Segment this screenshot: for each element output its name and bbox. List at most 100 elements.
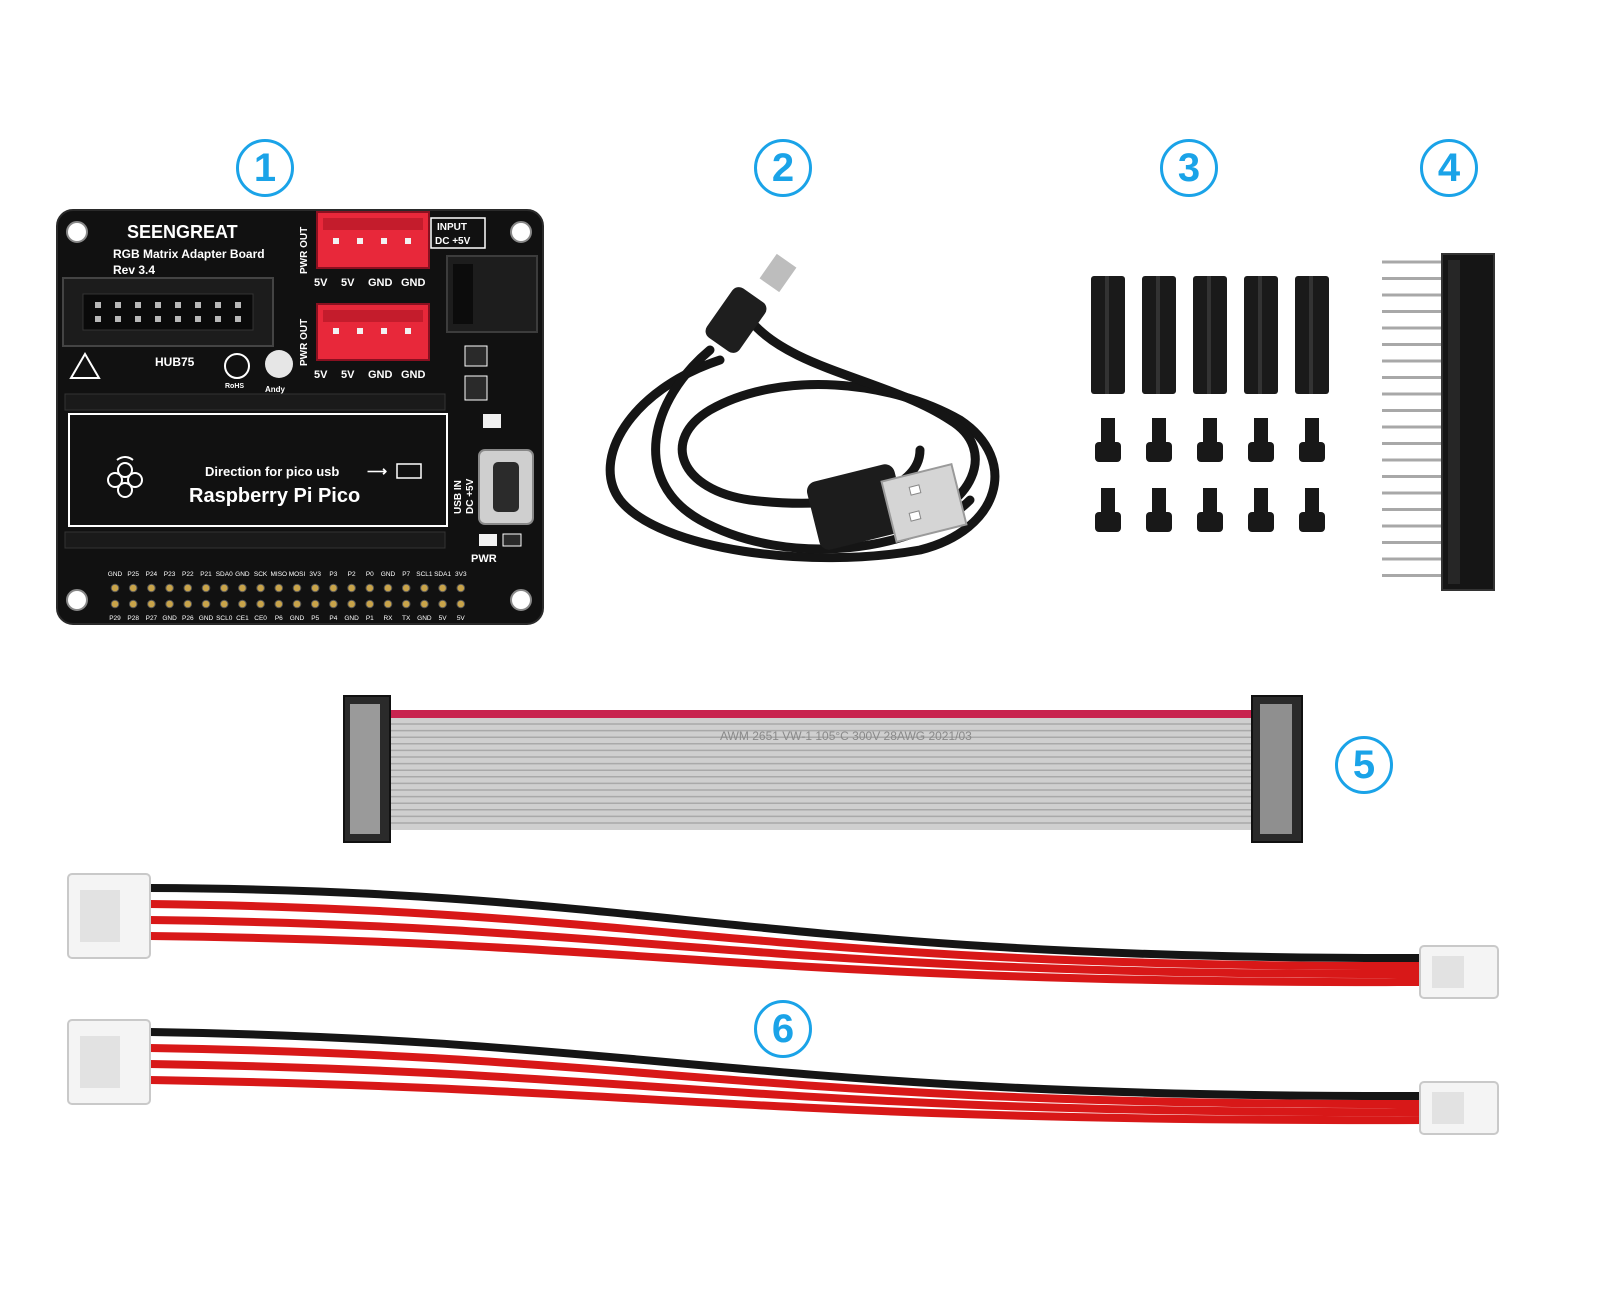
gpio-hole bbox=[383, 599, 393, 609]
cable-b-wire-red-3 bbox=[146, 1076, 1434, 1125]
gpio-hole bbox=[329, 599, 338, 609]
gpio-top-label: 3V3 bbox=[455, 571, 467, 578]
gpio-top-label: MISO bbox=[270, 571, 287, 578]
gpio-hole bbox=[110, 599, 120, 609]
gpio-hole bbox=[201, 599, 211, 609]
rohs-icon bbox=[224, 353, 250, 379]
gpio-top-label: P2 bbox=[348, 571, 356, 578]
screw-4 bbox=[1248, 418, 1274, 462]
ribbon-cable: AWM 2651 VW-1 105°C 300V 28AWG 2021/03 bbox=[343, 695, 1303, 843]
screw-1 bbox=[1095, 418, 1121, 462]
gpio-bottom-label: P28 bbox=[127, 615, 139, 622]
input-voltage-label: DC +5V bbox=[435, 236, 471, 247]
gpio-hole bbox=[365, 599, 375, 609]
board-brand: SEENGREAT bbox=[127, 222, 238, 242]
gpio-hole bbox=[147, 599, 156, 609]
pin-label-a4: GND bbox=[401, 277, 426, 289]
gpio-bottom-label: P4 bbox=[329, 615, 337, 622]
gpio-bottom-label: GND bbox=[290, 615, 305, 622]
screw-2 bbox=[1146, 418, 1172, 462]
screw-5 bbox=[1299, 418, 1325, 462]
stacking-pin-header bbox=[1382, 253, 1495, 591]
gpio-bottom-label: RX bbox=[383, 615, 393, 622]
gpio-top-label: P0 bbox=[366, 571, 374, 578]
cable-a-wire-red-3 bbox=[146, 932, 1434, 987]
screw-3 bbox=[1197, 418, 1223, 462]
pico-outline bbox=[68, 413, 448, 527]
gpio-bottom-label: GND bbox=[199, 615, 214, 622]
gpio-hole bbox=[401, 599, 411, 609]
gpio-top-label: P7 bbox=[402, 571, 410, 578]
gpio-top-label: GND bbox=[381, 571, 396, 578]
screw-10 bbox=[1299, 488, 1325, 532]
gpio-bottom-label: CE1 bbox=[236, 615, 249, 622]
gpio-hole bbox=[201, 583, 211, 593]
pin-label-b4: GND bbox=[401, 369, 426, 381]
pwr-out-label-top: PWR OUT bbox=[299, 227, 310, 274]
gpio-hole bbox=[128, 599, 138, 609]
gpio-hole bbox=[292, 599, 302, 609]
gpio-bottom-label: P6 bbox=[275, 615, 283, 622]
pico-direction-label: Direction for pico usb bbox=[205, 464, 339, 479]
screw-8 bbox=[1197, 488, 1223, 532]
gpio-hole bbox=[310, 583, 320, 593]
gpio-hole bbox=[128, 583, 138, 593]
gpio-bottom-label: P1 bbox=[366, 615, 374, 622]
pwr-led-label: PWR bbox=[471, 553, 497, 565]
cable-b-wire-black bbox=[146, 1028, 1434, 1101]
cable-a-wire-red-2 bbox=[146, 916, 1434, 979]
gpio-top-label: SDA0 bbox=[216, 571, 233, 578]
gpio-bottom-label: CE0 bbox=[254, 615, 267, 622]
gpio-top-label: SDA1 bbox=[434, 571, 451, 578]
pin-label-b2: 5V bbox=[341, 369, 355, 381]
gpio-bottom-label: P27 bbox=[146, 615, 158, 622]
ribbon-print: AWM 2651 VW-1 105°C 300V 28AWG 2021/03 bbox=[720, 729, 972, 743]
cable-a-wire-black bbox=[146, 884, 1434, 963]
gpio-top-label: P24 bbox=[146, 571, 158, 578]
gpio-hole bbox=[256, 583, 265, 593]
gpio-top-label: P3 bbox=[329, 571, 337, 578]
pin-label-a2: 5V bbox=[341, 277, 355, 289]
cable-b-wire-red-2 bbox=[146, 1060, 1434, 1117]
hub75-label: HUB75 bbox=[155, 355, 195, 369]
andy-logo-icon bbox=[265, 350, 293, 378]
gpio-bottom-label: GND bbox=[417, 615, 432, 622]
gpio-hole bbox=[401, 583, 411, 593]
badge-1: 1 bbox=[236, 139, 294, 197]
badge-3: 3 bbox=[1160, 139, 1218, 197]
gpio-hole bbox=[347, 599, 356, 609]
gpio-top-label: MOSI bbox=[289, 571, 306, 578]
gpio-hole bbox=[329, 583, 338, 593]
usb-in-label: USB IN bbox=[453, 480, 464, 514]
gpio-bottom-label: P29 bbox=[109, 615, 121, 622]
gpio-hole bbox=[347, 583, 356, 593]
usb-a-plug-shell bbox=[880, 462, 968, 544]
gpio-hole bbox=[219, 583, 229, 593]
input-label: INPUT bbox=[437, 222, 467, 233]
pin-label-a3: GND bbox=[368, 277, 393, 289]
gpio-top-label: P23 bbox=[164, 571, 176, 578]
adapter-board: SEENGREAT RGB Matrix Adapter Board Rev 3… bbox=[56, 209, 544, 625]
pin-label-b3: GND bbox=[368, 369, 393, 381]
raspberry-logo-icon bbox=[107, 456, 143, 498]
gpio-top-label: GND bbox=[108, 571, 123, 578]
gpio-hole bbox=[165, 583, 174, 593]
gpio-hole bbox=[438, 583, 447, 593]
micro-usb-plug bbox=[705, 287, 767, 353]
gpio-hole bbox=[420, 599, 429, 609]
screw-6 bbox=[1095, 488, 1121, 532]
gpio-hole bbox=[183, 599, 193, 609]
badge-4: 4 bbox=[1420, 139, 1478, 197]
pin-label-b1: 5V bbox=[314, 369, 328, 381]
gpio-hole bbox=[383, 583, 393, 593]
gpio-hole bbox=[310, 599, 320, 609]
gpio-top-label: P22 bbox=[182, 571, 194, 578]
gpio-hole bbox=[438, 599, 447, 609]
gpio-top-label: GND bbox=[235, 571, 250, 578]
pin-label-a1: 5V bbox=[314, 277, 328, 289]
usb-arrow-icon: ⟶ bbox=[367, 463, 387, 479]
gpio-bottom-label: TX bbox=[402, 615, 411, 622]
gpio-hole bbox=[238, 599, 247, 609]
badge-2: 2 bbox=[754, 139, 812, 197]
